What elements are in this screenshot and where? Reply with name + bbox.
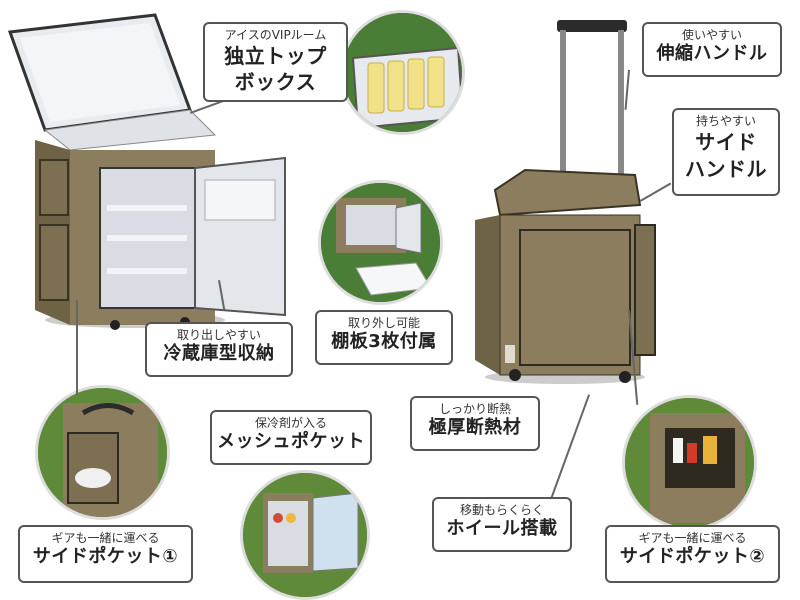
callout-main: メッシュポケット xyxy=(217,431,365,452)
callout-top-box: アイスのVIPルーム 独立トップ ボックス xyxy=(203,22,348,102)
callout-mesh: 保冷剤が入る メッシュポケット xyxy=(210,410,372,465)
callout-main: サイドポケット② xyxy=(619,546,766,567)
callout-sub: 保冷剤が入る xyxy=(254,416,327,430)
callout-main: サイドポケット① xyxy=(32,546,179,567)
open-cooler-image xyxy=(5,10,295,330)
callout-main: 冷蔵庫型収納 xyxy=(163,343,275,364)
callout-sub: 持ちやすい xyxy=(695,114,756,128)
callout-fridge: 取り出しやすい 冷蔵庫型収納 xyxy=(145,322,293,377)
callout-sub: 移動もらくらく xyxy=(459,503,544,517)
callout-sub: アイスのVIPルーム xyxy=(224,28,327,42)
side-pocket-2-circle xyxy=(622,395,757,530)
callout-main: 棚板3枚付属 xyxy=(331,331,437,352)
callout-wheels: 移動もらくらく ホイール搭載 xyxy=(432,497,572,552)
callout-sub: ギアも一緒に運べる xyxy=(638,531,747,545)
callout-pocket1: ギアも一緒に運べる サイドポケット① xyxy=(18,525,193,583)
callout-main: ボックス xyxy=(234,70,317,94)
callout-pocket2: ギアも一緒に運べる サイドポケット② xyxy=(605,525,780,583)
callout-main: ホイール搭載 xyxy=(446,518,558,539)
callout-handle: 使いやすい 伸縮ハンドル xyxy=(642,22,782,77)
callout-main: 極厚断熱材 xyxy=(428,417,522,438)
callout-insulation: しっかり断熱 極厚断熱材 xyxy=(410,396,540,451)
callout-sub: ギアも一緒に運べる xyxy=(51,531,160,545)
callout-shelves: 取り外し可能 棚板3枚付属 xyxy=(315,310,453,365)
callout-side-handle: 持ちやすい サイド ハンドル xyxy=(672,108,780,196)
callout-sub: 使いやすい xyxy=(681,28,742,42)
mesh-pocket-circle xyxy=(240,470,370,600)
callout-main: 伸縮ハンドル xyxy=(656,43,768,64)
topbox-detail-circle xyxy=(340,10,465,135)
callout-main: 独立トップ xyxy=(224,44,327,68)
callout-sub: 取り外し可能 xyxy=(347,316,420,330)
connector-pocket1 xyxy=(76,300,78,395)
callout-sub: 取り出しやすい xyxy=(177,328,261,342)
callout-main: サイド xyxy=(695,130,757,154)
shelves-detail-circle xyxy=(318,180,443,305)
side-pocket-1-circle xyxy=(35,385,170,520)
callout-sub: しっかり断熱 xyxy=(438,402,511,416)
connector-wheels xyxy=(550,394,590,499)
callout-main: ハンドル xyxy=(685,157,767,181)
closed-cooler-image xyxy=(465,15,665,385)
